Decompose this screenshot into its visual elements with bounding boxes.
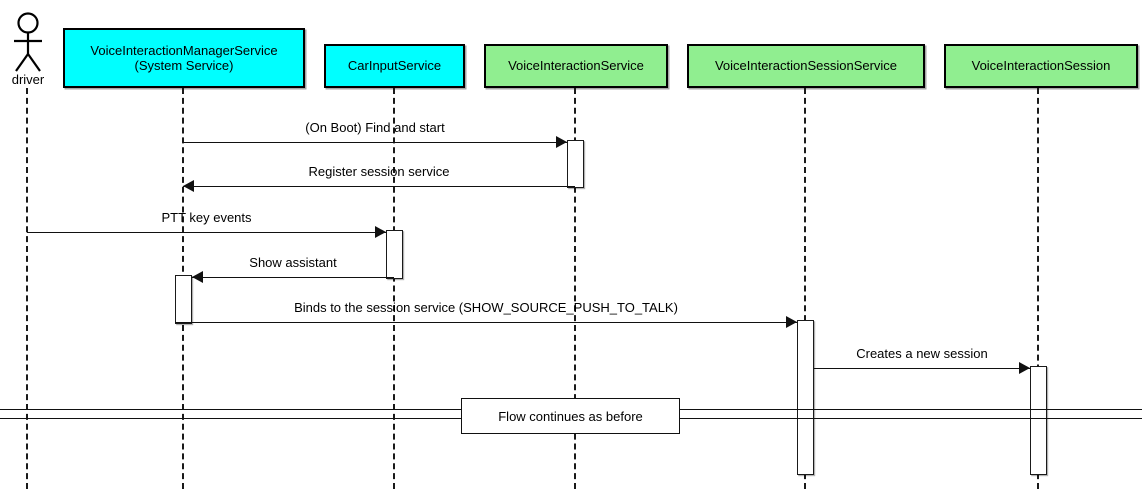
arrow-head-right-icon [786, 316, 797, 328]
activation-session [1030, 366, 1047, 475]
arrow-head-right-icon [1019, 362, 1030, 374]
arrow-head-right-icon [375, 226, 386, 238]
participant-label: CarInputService [347, 58, 442, 74]
arrow-head-left-icon [183, 180, 194, 192]
message-line-register-session-service [183, 186, 575, 187]
arrow-head-left-icon [192, 271, 203, 283]
activation-car-input-service [386, 230, 403, 279]
message-line-creates-a-new-session [814, 368, 1030, 369]
driver-actor [7, 12, 49, 79]
activation-session-service [797, 320, 814, 475]
activation-vims [175, 275, 192, 324]
arrow-head-right-icon [556, 136, 567, 148]
actor-stick-figure-icon [14, 12, 42, 72]
message-label-creates-a-new-session: Creates a new session [856, 346, 988, 361]
participant-voice-interaction-manager-service[interactable]: VoiceInteractionManagerService (System S… [63, 28, 305, 88]
message-line-binds-to-session-service [175, 322, 797, 323]
participant-label-line1: VoiceInteractionManagerService [90, 42, 278, 58]
message-line-show-assistant [192, 277, 394, 278]
participant-label: VoiceInteractionService [508, 58, 644, 74]
message-line-on-boot-find-and-start [183, 142, 567, 143]
lifeline-voice-interaction-service [574, 88, 576, 489]
participant-label-line2: (System Service) [134, 58, 234, 73]
lifeline-driver [26, 88, 28, 489]
participant-car-input-service[interactable]: CarInputService [324, 44, 465, 88]
participant-voice-interaction-service[interactable]: VoiceInteractionService [484, 44, 668, 88]
driver-label: driver [11, 72, 45, 87]
message-line-ptt-key-events [27, 232, 386, 233]
flow-divider-label: Flow continues as before [498, 408, 643, 424]
lifeline-voice-interaction-session [1037, 88, 1039, 489]
message-label-show-assistant: Show assistant [249, 255, 337, 270]
lifeline-voice-interaction-session-service [804, 88, 806, 489]
lifeline-car-input-service [393, 88, 395, 489]
participant-voice-interaction-session-service[interactable]: VoiceInteractionSessionService [687, 44, 925, 88]
message-label-register-session-service: Register session service [308, 164, 450, 179]
participant-voice-interaction-session[interactable]: VoiceInteractionSession [944, 44, 1138, 88]
flow-divider-box: Flow continues as before [461, 398, 680, 434]
message-label-ptt-key-events: PTT key events [161, 210, 252, 225]
activation-voice-interaction-service [567, 140, 584, 188]
message-label-on-boot-find-and-start: (On Boot) Find and start [305, 120, 445, 135]
message-label-binds-to-session-service: Binds to the session service (SHOW_SOURC… [294, 300, 678, 315]
participant-label: VoiceInteractionSession [971, 58, 1111, 74]
participant-label: VoiceInteractionSessionService [714, 58, 898, 74]
